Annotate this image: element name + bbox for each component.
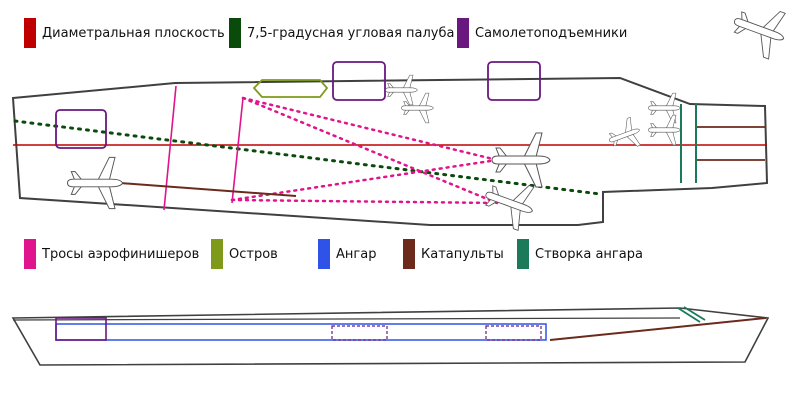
side-view (11, 306, 770, 366)
legend-label-island: Остров (229, 246, 278, 262)
deck-outline (11, 76, 769, 226)
hull-outline (11, 307, 770, 366)
aircraft-icon (725, 0, 793, 62)
hull-deck-line (12, 317, 681, 321)
elevator-side-1 (55, 317, 107, 341)
legend-label-centerline: Диаметральная плоскость (42, 25, 225, 41)
arresting-wire-2 (231, 97, 244, 204)
hangar-door-side-1 (677, 307, 701, 323)
legend-swatch-angled-deck (229, 18, 241, 48)
legend-swatch-island (211, 239, 223, 269)
hangar-door-side-2 (683, 306, 706, 321)
legend-item-hangar-door: Створка ангара (517, 239, 643, 269)
elevator-3 (487, 61, 541, 101)
legend-swatch-catapults (403, 239, 415, 269)
legend-item-elevators: Самолетоподъемники (457, 18, 627, 48)
hangar (55, 323, 547, 341)
legend-label-elevators: Самолетоподъемники (475, 25, 628, 41)
catapult-1 (119, 182, 297, 197)
elevator-2 (332, 61, 386, 101)
legend-label-hangar-door: Створка ангара (535, 246, 643, 262)
aircraft-icon (604, 115, 645, 155)
aircraft-icon (648, 114, 681, 146)
legend-label-hangar: Ангар (336, 246, 377, 262)
legend-item-arresting-wires: Тросы аэрофинишеров (24, 239, 199, 269)
legend-swatch-hangar-door (517, 239, 529, 269)
legend-item-hangar: Ангар (318, 239, 376, 269)
legend-swatch-centerline (24, 18, 36, 48)
legend-label-angled-deck: 7,5-градусная угловая палуба (247, 25, 455, 41)
legend-label-arresting-wires: Тросы аэрофинишеров (42, 246, 200, 262)
elevator-1 (55, 109, 107, 149)
elevator-side-2 (331, 325, 388, 341)
legend-item-island: Остров (211, 239, 278, 269)
legend-label-catapults: Катапульты (421, 246, 504, 262)
arresting-wire-dotted (230, 96, 499, 205)
island (252, 79, 329, 98)
angled-deck-line (13, 119, 602, 196)
legend-swatch-arresting-wires (24, 239, 36, 269)
elevator-side-3 (485, 325, 542, 341)
legend-item-centerline: Диаметральная плоскость (24, 18, 225, 48)
aircraft-icon (491, 132, 551, 188)
legend-item-angled-deck: 7,5-градусная угловая палуба (229, 18, 454, 48)
legend-swatch-elevators (457, 18, 469, 48)
ski-ramp-catapult (549, 317, 767, 341)
flight-deck-top-view (11, 61, 769, 234)
legend-swatch-hangar (318, 239, 330, 269)
legend-item-catapults: Катапульты (403, 239, 504, 269)
arresting-wire-1 (163, 85, 177, 211)
